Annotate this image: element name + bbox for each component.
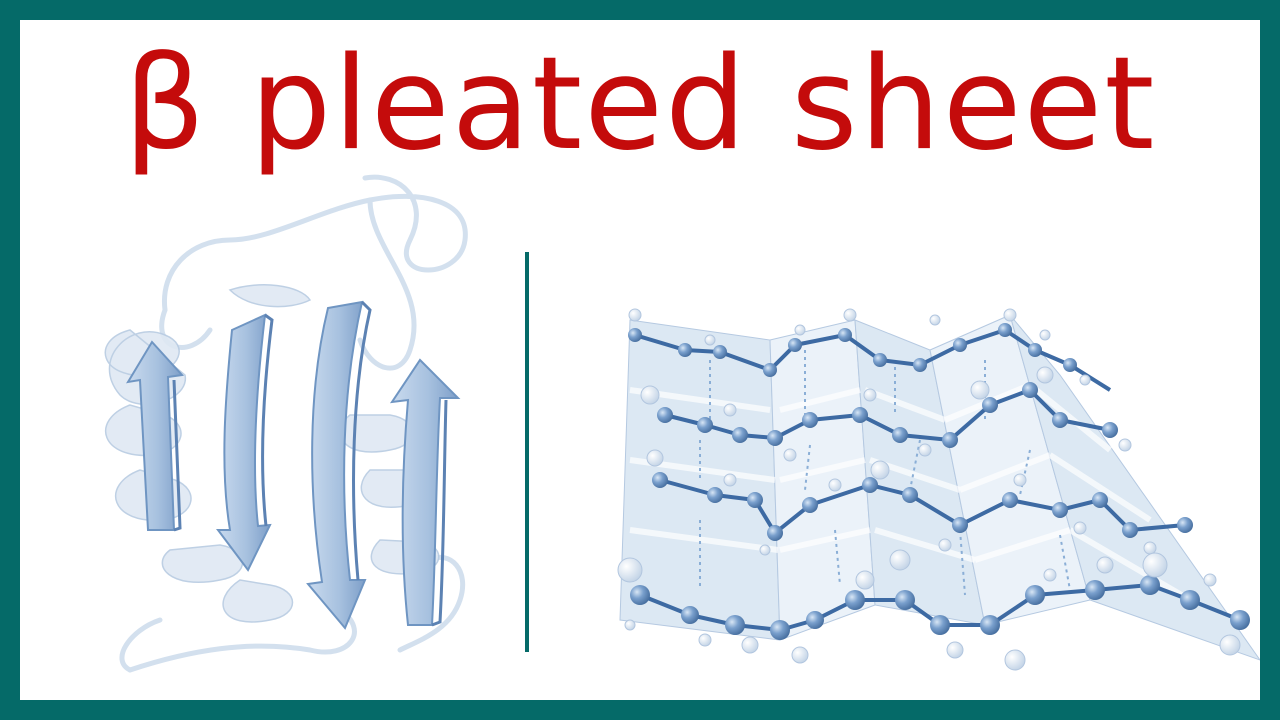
beta-strand-4 — [389, 358, 461, 627]
pleated-sheet-model — [617, 308, 1260, 671]
thumbnail-frame: β pleated sheet — [20, 20, 1260, 700]
beta-strand-3 — [306, 300, 372, 630]
backbone-atoms — [628, 323, 1250, 640]
loop-coil — [119, 174, 468, 673]
pleat-planes — [619, 314, 1260, 661]
ribbon-diagram — [104, 174, 468, 673]
beta-strand-2 — [216, 313, 274, 572]
page-title: β pleated sheet — [123, 30, 1157, 179]
beta-strand-1 — [126, 340, 185, 532]
plane-hatching — [629, 382, 1192, 603]
side-atoms — [617, 308, 1241, 671]
divider-line — [525, 252, 529, 652]
